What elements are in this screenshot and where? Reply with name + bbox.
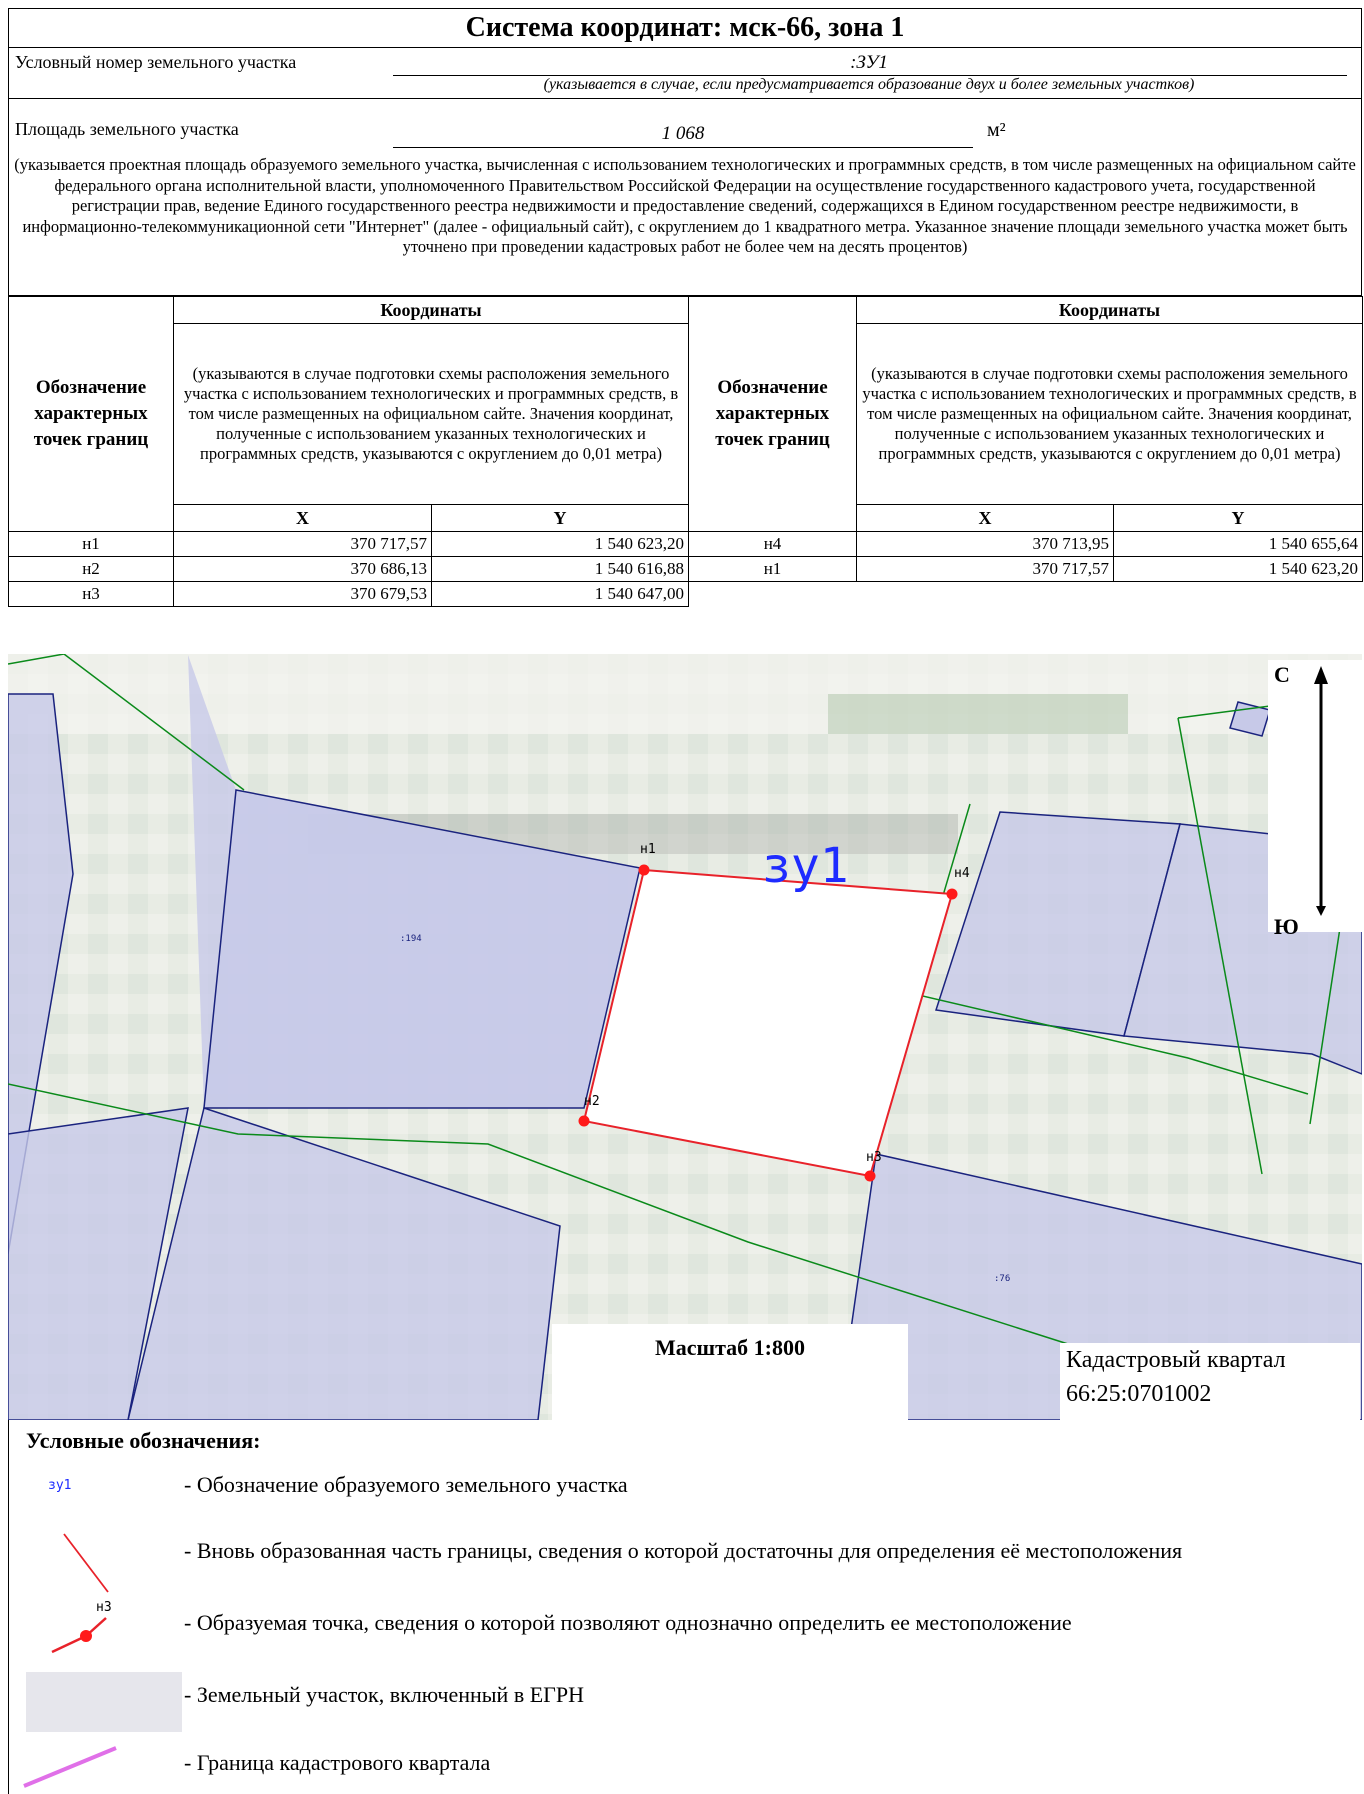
conditional-number-label: Условный номер земельного участка [15,52,297,72]
table-row: н2 370 686,13 1 540 616,88 н1 370 717,57… [8,556,1363,582]
area-row: Площадь земельного участка 1 068 м² [8,98,1362,153]
conditional-number-underline [393,75,1347,76]
conditional-number-row: Условный номер земельного участка :ЗУ1 (… [8,48,1362,98]
compass-arrow-icon [1314,666,1328,916]
map-drawing [8,654,1362,1420]
label-n2: н2 [584,1094,600,1109]
x-value: 370 717,57 [173,531,432,557]
point-n2 [578,1115,590,1127]
legend-item-new-boundary: - Вновь образованная часть границы, свед… [184,1538,1183,1563]
point-header-right: Обозначение характерных точек границ [688,296,857,532]
point-name: н3 [8,581,174,607]
parcel-194 [203,789,641,1109]
point-name: н2 [8,556,174,582]
compass: С Ю [1268,660,1364,939]
x-header-left: X [173,504,432,532]
point-n4 [946,888,958,900]
legend-item-quarter-boundary: - Граница кадастрового квартала [184,1750,491,1775]
y-value: 1 540 616,88 [431,556,689,582]
y-value: 1 540 655,64 [1113,531,1363,557]
point-name: н1 [688,556,857,582]
area-underline [393,147,973,148]
point-n3 [864,1170,876,1182]
area-label: Площадь земельного участка [15,119,239,139]
magenta-line-icon [23,1746,117,1788]
compass-north: С [1274,662,1290,687]
y-value: 1 540 623,20 [1113,556,1363,582]
cadastral-map[interactable]: н1 н2 н3 н4 :194 :76 [8,654,1362,1420]
point-header-left: Обозначение характерных точек границ [8,296,174,532]
x-value: 370 679,53 [173,581,432,607]
y-value: 1 540 647,00 [431,581,689,607]
table-row: н1 370 717,57 1 540 623,20 н4 370 713,95… [8,531,1363,557]
coords-header-right: Координаты [856,296,1363,324]
label-parcel-76: :76 [994,1274,1011,1284]
x-value: 370 713,95 [856,531,1114,557]
label-n1: н1 [640,842,656,857]
cadastral-quarter-number: 66:25:0701002 [1066,1381,1212,1407]
legend-item-zu: - Обозначение образуемого земельного уча… [184,1472,628,1497]
coordinates-table: Обозначение характерных точек границ Коо… [8,296,1363,607]
area-note: (указывается проектная площадь образуемо… [8,153,1362,296]
y-header-right: Y [1113,504,1363,532]
point-n1 [638,864,650,876]
y-value: 1 540 623,20 [431,531,689,557]
legend-zu-symbol: зу1 [48,1478,72,1493]
coords-desc-right: (указываются в случае подготовки схемы р… [856,323,1363,505]
red-line-icon [63,1533,109,1593]
x-value: 370 686,13 [173,556,432,582]
cadastral-quarter-label: Кадастровый квартал [1066,1347,1286,1373]
area-value: 1 068 [661,123,705,144]
x-value: 370 717,57 [856,556,1114,582]
coords-desc-left: (указываются в случае подготовки схемы р… [173,323,689,505]
label-n3: н3 [866,1150,882,1165]
label-n4: н4 [954,866,970,881]
coords-header-left: Координаты [173,296,689,324]
red-point-icon [51,1617,107,1654]
legend-title: Условные обозначения: [26,1428,261,1453]
point-name: н4 [688,531,857,557]
area-unit: м² [987,119,1006,141]
page-title: Система координат: мск-66, зона 1 [8,8,1362,48]
compass-south: Ю [1274,914,1299,939]
y-header-left: Y [431,504,689,532]
cadastral-quarter-box: Кадастровый квартал 66:25:0701002 [1060,1343,1360,1420]
scale-label: Масштаб 1:800 [552,1324,908,1420]
table-row: н3 370 679,53 1 540 647,00 [8,581,1363,607]
parcel-left [8,693,74,1255]
legend-item-point: - Образуемая точка, сведения о которой п… [184,1610,1072,1635]
legend-point-label: н3 [96,1600,112,1615]
legend-item-egrn-parcel: - Земельный участок, включенный в ЕГРН [184,1682,584,1707]
zu1-label: зу1 [762,838,849,894]
label-parcel-194: :194 [400,934,422,944]
parcel-fill-icon [26,1672,182,1732]
x-header-right: X [856,504,1114,532]
conditional-number-value: :ЗУ1 [850,52,888,73]
point-name: н1 [8,531,174,557]
parcel-bottom-left [127,1107,561,1420]
conditional-number-hint: (указывается в случае, если предусматрив… [543,76,1195,93]
